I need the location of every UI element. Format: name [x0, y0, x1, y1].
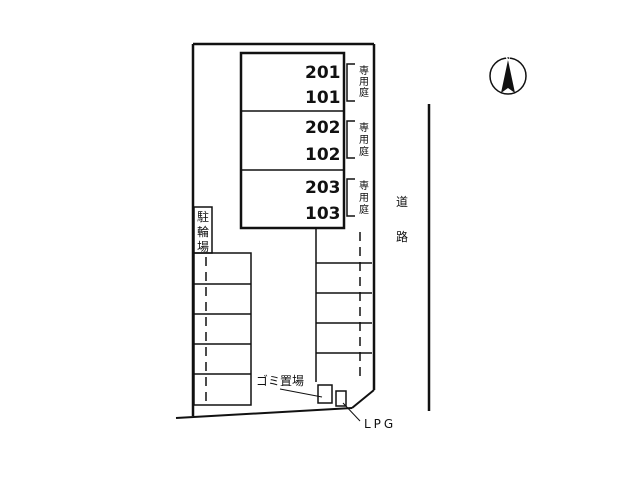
road-char-1: 道 [396, 195, 408, 209]
road-char-2: 路 [396, 229, 408, 244]
garden-1-char-3: 庭 [359, 86, 369, 99]
compass-icon: N [489, 56, 527, 95]
bicycle-parking-char-1: 駐 [197, 209, 209, 224]
road: 道 路 [396, 104, 431, 411]
garden-3-char-1: 専 [359, 180, 369, 192]
garbage-area-label: ゴミ置場 [256, 373, 304, 388]
lpg-area: LPG [335, 390, 396, 431]
private-garden-3: 専 用 庭 [346, 178, 369, 217]
garbage-area: ゴミ置場 [256, 373, 333, 404]
garden-2-char-3: 庭 [359, 145, 369, 158]
garden-3-char-3: 庭 [359, 203, 369, 216]
apartment-building [239, 51, 346, 230]
private-garden-2: 専 用 庭 [346, 120, 369, 159]
garden-3-char-2: 用 [359, 193, 369, 204]
unit-203-label: 203 [305, 178, 341, 198]
private-garden-1: 専 用 庭 [346, 63, 369, 102]
lpg-label: LPG [364, 417, 396, 431]
bicycle-parking-char-2: 輪 [197, 224, 209, 239]
unit-202-label: 202 [305, 118, 341, 138]
unit-102-label: 102 [305, 145, 341, 165]
bicycle-parking: 駐 輪 場 [193, 206, 213, 254]
unit-101-label: 101 [305, 88, 341, 108]
unit-103-label: 103 [305, 204, 341, 224]
garden-1-char-1: 専 [359, 65, 369, 77]
garden-1-char-2: 用 [359, 77, 369, 88]
parking-left [193, 252, 252, 406]
unit-201-label: 201 [305, 63, 341, 83]
parking-right [315, 228, 372, 382]
site-boundary [175, 42, 376, 419]
garden-2-char-2: 用 [359, 135, 369, 146]
garden-2-char-1: 専 [359, 122, 369, 134]
compass-north-label: N [505, 56, 510, 64]
bicycle-parking-char-3: 場 [197, 240, 209, 254]
